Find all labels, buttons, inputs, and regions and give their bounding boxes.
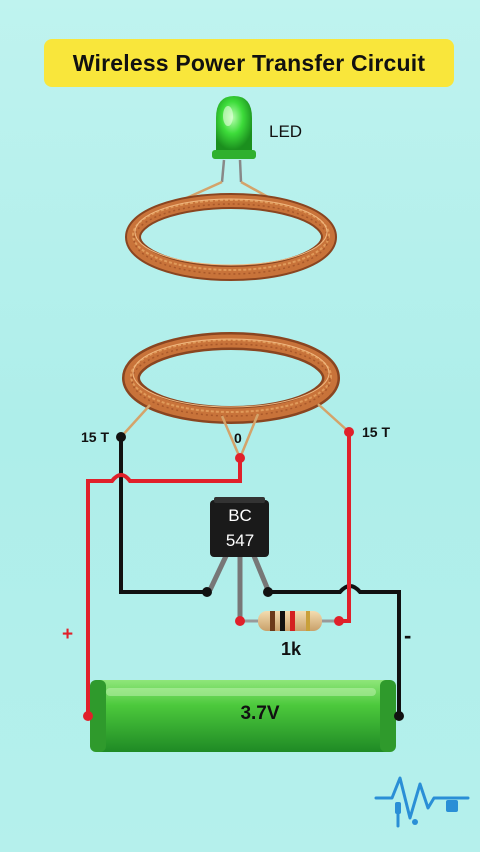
resistor-icon <box>240 611 339 631</box>
transistor-label-line2: 547 <box>226 531 254 550</box>
led-icon <box>212 96 256 183</box>
resistor-label: 1k <box>281 639 302 659</box>
brand-logo-icon <box>374 776 470 828</box>
led-label: LED <box>269 122 302 141</box>
negative-wire <box>119 437 401 716</box>
battery-icon <box>90 680 396 752</box>
turns-left-label: 15 T <box>81 429 109 445</box>
plus-label: + <box>62 624 73 645</box>
transmitter-coil-icon <box>122 332 340 424</box>
transistor-label-line1: BC <box>228 506 252 525</box>
receiver-coil-icon <box>125 193 337 281</box>
battery-label: 3.7V <box>240 703 279 724</box>
center-tap-label: 0 <box>234 430 242 446</box>
turns-right-label: 15 T <box>362 424 390 440</box>
transistor-icon <box>207 497 271 618</box>
page-title: Wireless Power Transfer Circuit <box>72 49 426 76</box>
junction-dots <box>83 427 404 721</box>
title-banner: Wireless Power Transfer Circuit <box>44 39 454 87</box>
minus-label: - <box>404 623 411 648</box>
